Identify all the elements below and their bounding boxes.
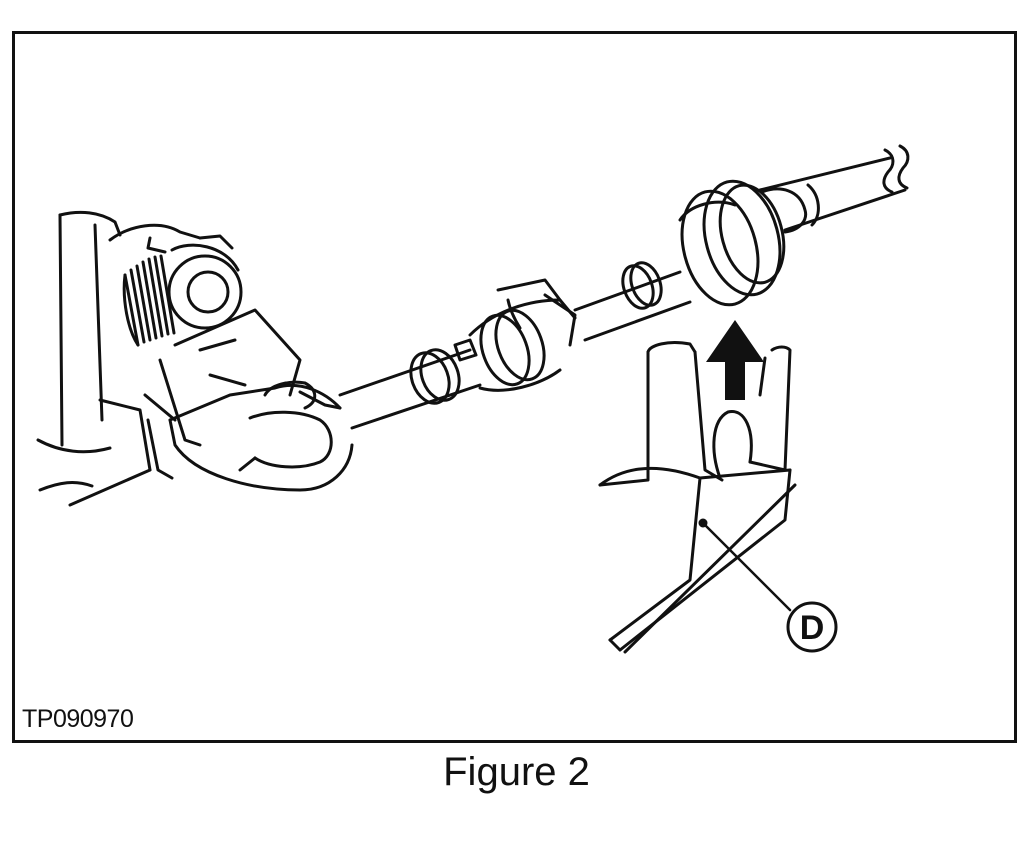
tool-d-outline — [598, 341, 797, 654]
callout-label: D — [800, 609, 825, 647]
clevis-end — [168, 380, 354, 492]
cable-rod — [338, 144, 910, 430]
image-code: TP090970 — [22, 705, 134, 733]
figure-frame — [12, 31, 1017, 743]
up-arrow-icon — [706, 320, 764, 400]
callout-d: D — [786, 601, 838, 653]
spring-coil — [122, 254, 176, 347]
figure-caption: Figure 2 — [443, 750, 590, 794]
housing-assembly — [36, 210, 302, 507]
